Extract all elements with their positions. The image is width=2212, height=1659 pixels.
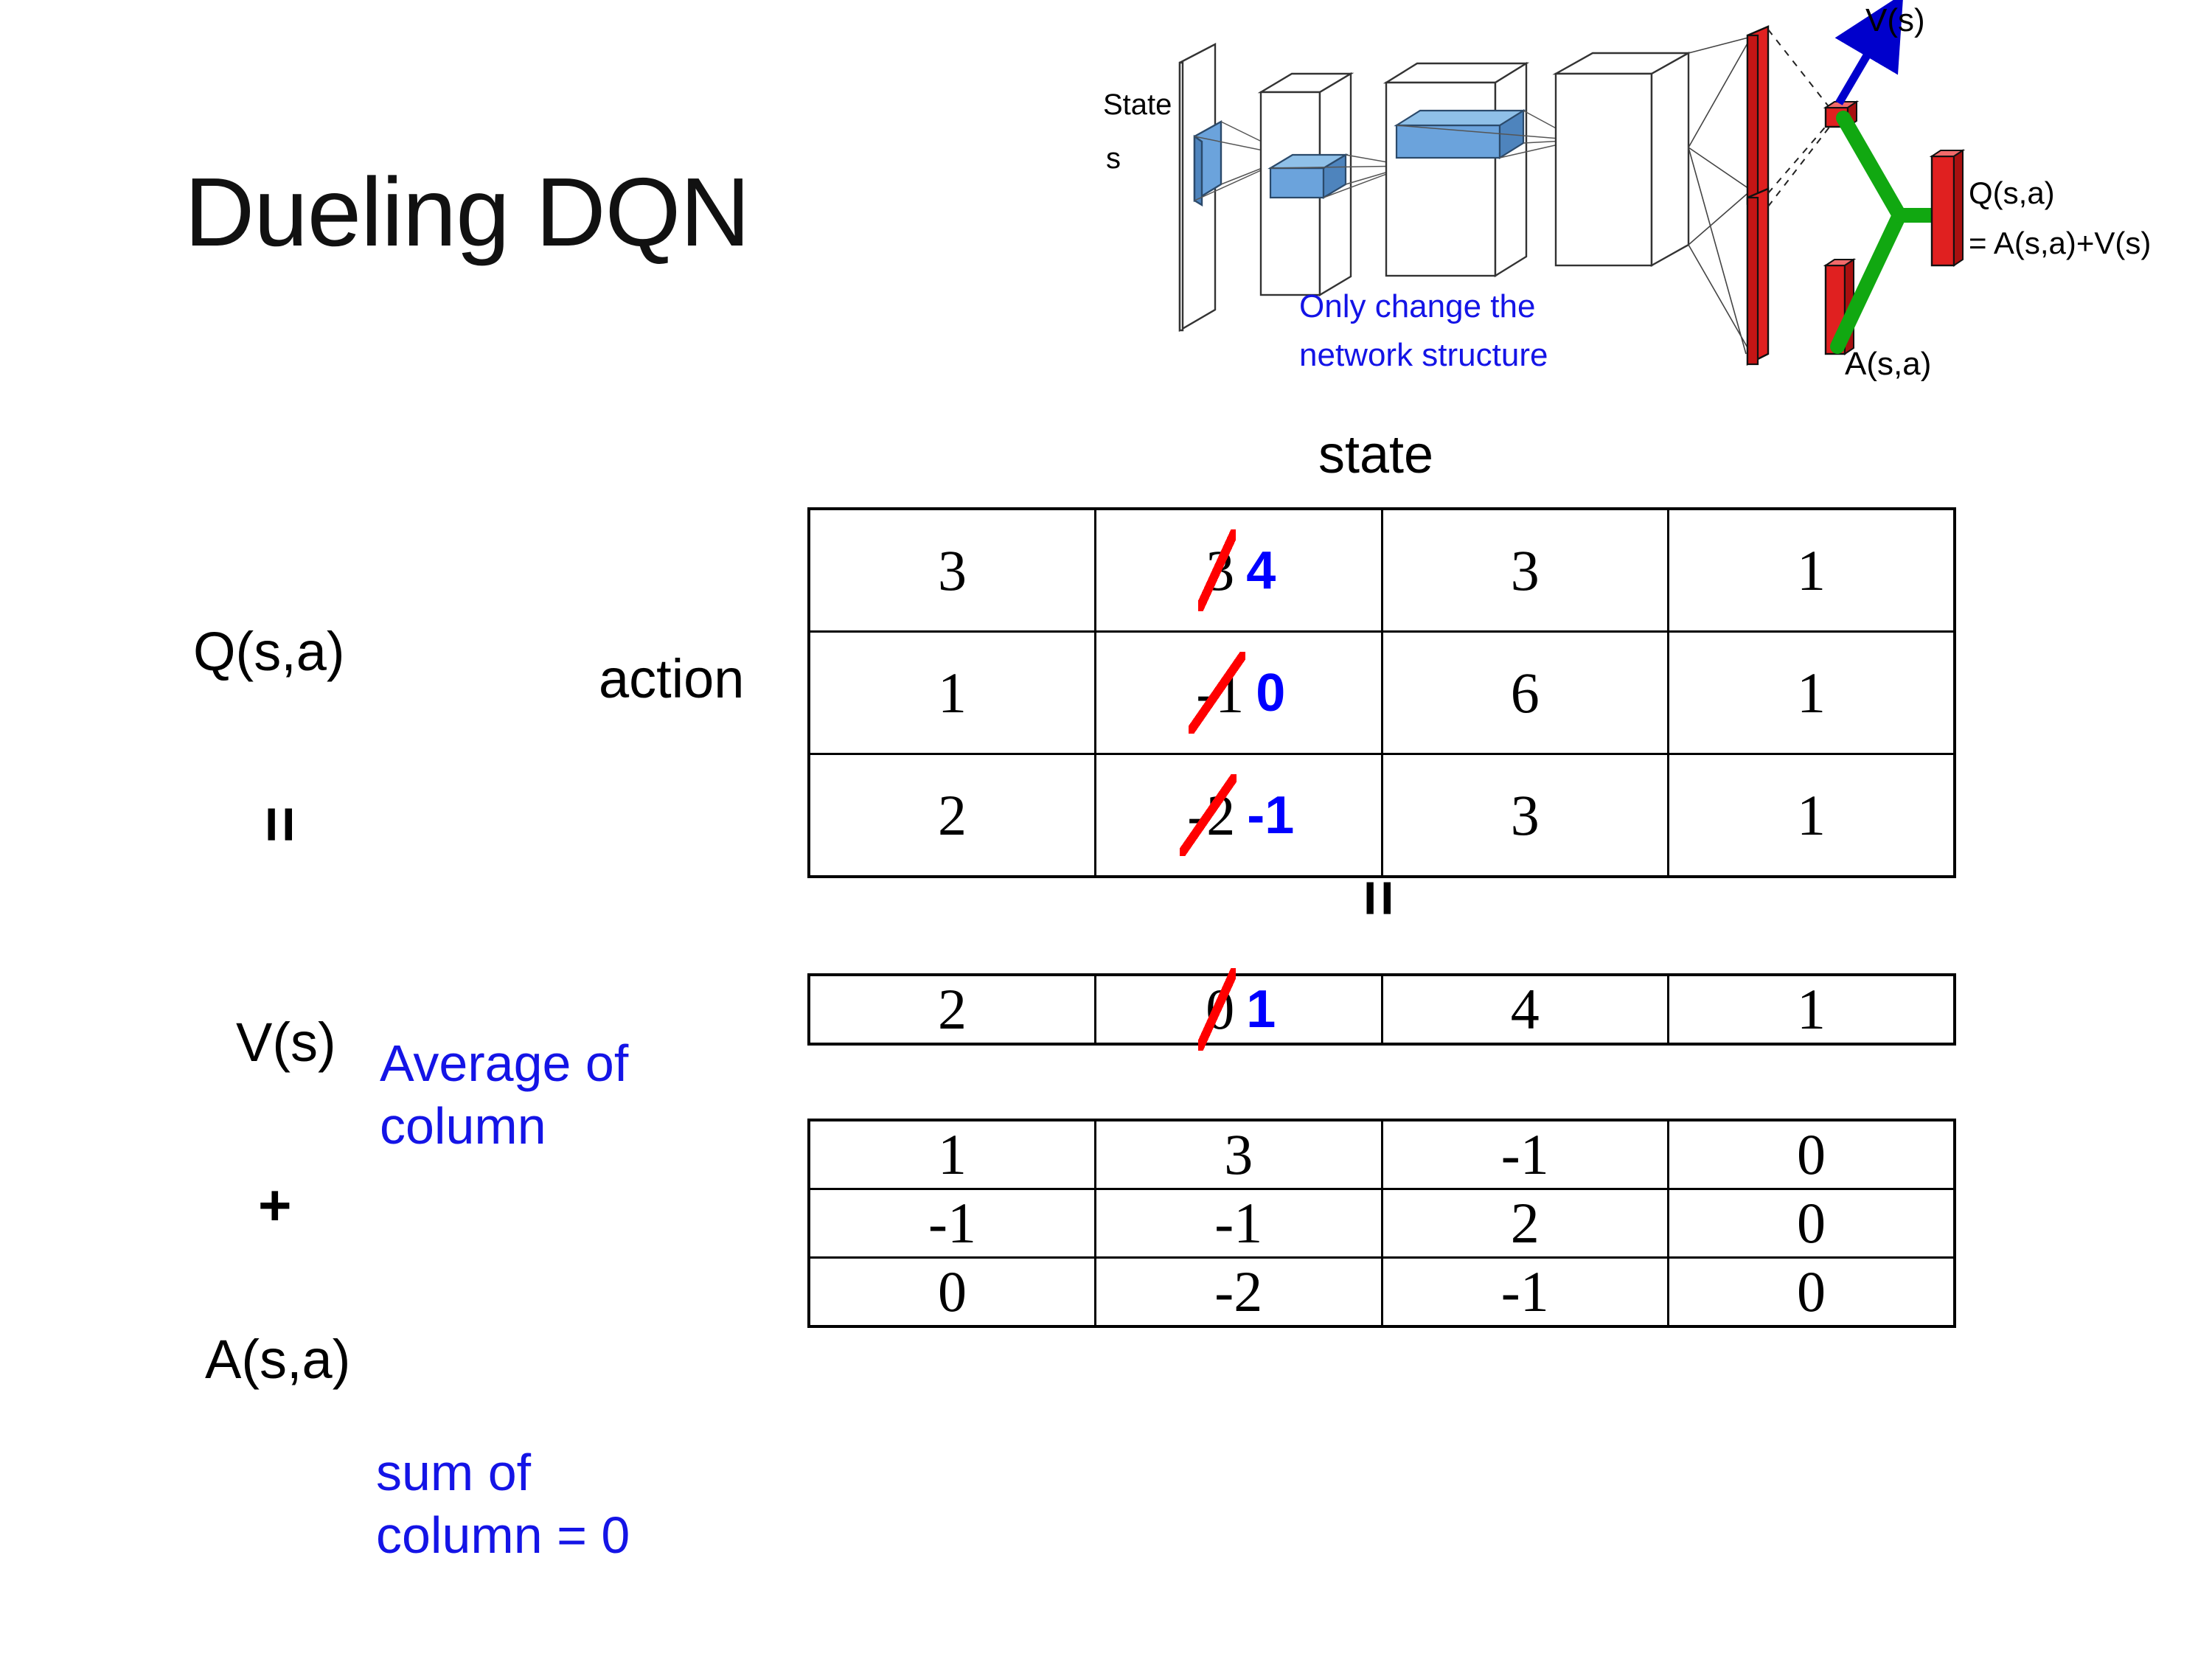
q-cell-r2c0: 2 xyxy=(807,753,1096,878)
q-cell-r1c2: 6 xyxy=(1380,630,1669,755)
combine-link-icon xyxy=(1830,111,1944,354)
conv-block-2-icon xyxy=(1382,61,1530,278)
q-cell-r1c1: -1 0 xyxy=(1094,630,1383,755)
figure-qsa-label: Q(s,a) xyxy=(1969,175,2055,210)
a-cell-r0c0: 1 xyxy=(807,1119,1096,1190)
a-cell-r2c3: 0 xyxy=(1667,1256,1956,1328)
a-cell-r0c1: 3 xyxy=(1094,1119,1383,1190)
figure-state-sub-label: s xyxy=(1106,142,1121,175)
axis-label-state: state xyxy=(1318,425,1434,484)
q-cell-r2c1: -2 -1 xyxy=(1094,753,1383,878)
v-cell-c1-new: 1 xyxy=(1246,980,1276,1039)
conv-patch-1-icon xyxy=(1267,153,1349,199)
q-cell-r0c1-old: 3 xyxy=(1198,529,1239,612)
v-cell-c2: 4 xyxy=(1380,973,1669,1046)
conv-block-3-icon xyxy=(1552,51,1692,268)
figure-state-label: State xyxy=(1103,88,1172,121)
q-cell-r0c1: 3 4 xyxy=(1094,507,1383,633)
q-cell-r2c1-old: -2 xyxy=(1180,773,1239,857)
axis-label-action: action xyxy=(599,648,745,709)
a-cell-r2c2: -1 xyxy=(1380,1256,1669,1328)
page-title: Dueling DQN xyxy=(184,158,751,266)
value-dashed-links-icon xyxy=(1767,29,1834,207)
a-cell-r1c1: -1 xyxy=(1094,1188,1383,1259)
table-row: 2 0 1 4 1 xyxy=(807,968,1956,1051)
v-cell-c1: 0 1 xyxy=(1094,968,1383,1051)
input-patch-icon xyxy=(1193,119,1222,207)
q-cell-r2c1-new: -1 xyxy=(1247,785,1295,845)
a-value-table: 1 3 -1 0 -1 -1 2 0 0 -2 -1 0 xyxy=(807,1119,1956,1328)
figure-vs-label: V(s) xyxy=(1865,2,1925,38)
note-average-of-column: Average of column xyxy=(380,1032,628,1158)
figure-asa-label: A(s,a) xyxy=(1845,346,1931,382)
q-value-table: 3 3 4 3 1 1 -1 0 6 1 2 -2 -1 3 1 xyxy=(807,507,1956,878)
equals-glyph: = xyxy=(1343,879,1415,917)
table-row: 1 -1 0 6 1 xyxy=(807,630,1956,755)
label-a-matrix: A(s,a) xyxy=(205,1329,351,1390)
q-cell-r2c3: 1 xyxy=(1667,753,1956,878)
q-cell-r0c1-new: 4 xyxy=(1246,540,1276,600)
label-v-matrix: V(s) xyxy=(236,1012,336,1073)
plus-sign-left: + xyxy=(258,1172,292,1237)
label-q-matrix: Q(s,a) xyxy=(193,621,345,682)
table-row: 2 -2 -1 3 1 xyxy=(807,753,1956,878)
figure-note-line-1: Only change the xyxy=(1299,288,1535,324)
q-cell-r2c2: 3 xyxy=(1380,753,1669,878)
note-sum-of-column: sum of column = 0 xyxy=(376,1441,630,1568)
note-sum-line-1: sum of xyxy=(376,1444,532,1501)
table-row: 0 -2 -1 0 xyxy=(807,1256,1956,1328)
q-cell-r1c1-old: -1 xyxy=(1189,651,1248,734)
q-cell-r1c1-new: 0 xyxy=(1256,663,1286,723)
a-cell-r2c1: -2 xyxy=(1094,1256,1383,1328)
a-cell-r2c0: 0 xyxy=(807,1256,1096,1328)
conv-patch-2-icon xyxy=(1394,109,1526,159)
a-cell-r1c0: -1 xyxy=(807,1188,1096,1259)
equals-sign-left: = xyxy=(245,793,316,856)
q-cell-r0c0: 3 xyxy=(807,507,1096,633)
table-row: -1 -1 2 0 xyxy=(807,1188,1956,1259)
value-stream-bar-icon xyxy=(1746,25,1770,205)
figure-note-line-2: network structure xyxy=(1299,337,1548,373)
a-cell-r0c2: -1 xyxy=(1380,1119,1669,1190)
a-cell-r1c3: 0 xyxy=(1667,1188,1956,1259)
note-average-line-2: column xyxy=(380,1097,546,1155)
stream-fanout-lines-icon xyxy=(1688,36,1752,355)
note-average-line-1: Average of xyxy=(380,1034,629,1092)
table-row: 1 3 -1 0 xyxy=(807,1119,1956,1190)
note-sum-line-2: column = 0 xyxy=(376,1506,630,1565)
equals-glyph: = xyxy=(245,805,316,844)
a-cell-r1c2: 2 xyxy=(1380,1188,1669,1259)
dueling-network-figure: State s V(s) A(s,a) Q(s,a) = A(s,a)+V(s)… xyxy=(1091,0,2212,413)
v-cell-c0: 2 xyxy=(807,973,1096,1046)
figure-qsa-equation-label: = A(s,a)+V(s) xyxy=(1969,226,2151,260)
advantage-stream-bar-icon xyxy=(1746,187,1770,366)
v-cell-c1-old: 0 xyxy=(1198,968,1239,1051)
value-arrow-icon xyxy=(1834,0,1904,105)
network-svg: State s V(s) A(s,a) Q(s,a) = A(s,a)+V(s)… xyxy=(1103,0,2151,382)
q-output-bar-icon xyxy=(1929,149,1966,267)
q-cell-r0c2: 3 xyxy=(1380,507,1669,633)
q-cell-r1c0: 1 xyxy=(807,630,1096,755)
v-cell-c3: 1 xyxy=(1667,973,1956,1046)
table-row: 3 3 4 3 1 xyxy=(807,507,1956,633)
q-cell-r1c3: 1 xyxy=(1667,630,1956,755)
q-cell-r0c3: 1 xyxy=(1667,507,1956,633)
v-value-table: 2 0 1 4 1 xyxy=(807,968,1956,1051)
a-cell-r0c3: 0 xyxy=(1667,1119,1956,1190)
